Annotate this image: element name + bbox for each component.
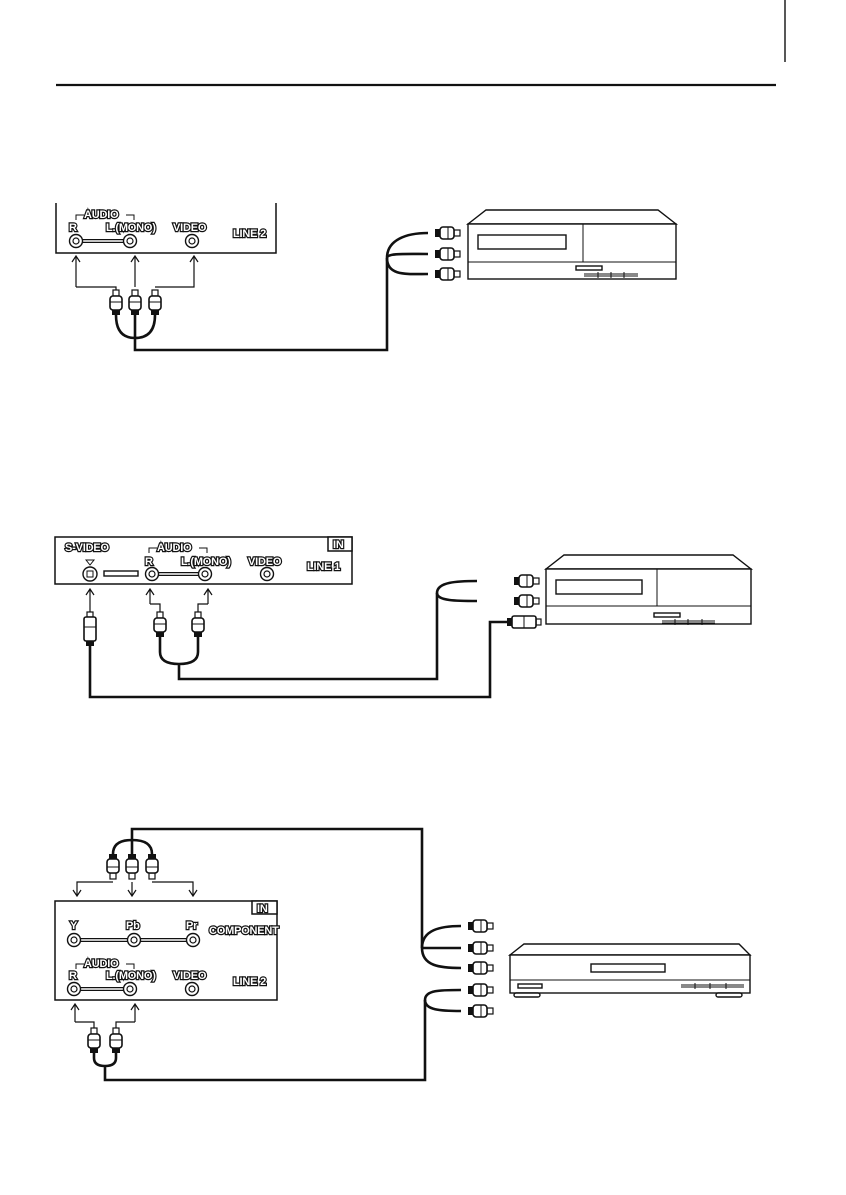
arrow-r [71,1004,94,1028]
jack-video [261,568,274,581]
line-label: LINE 1 [307,561,340,573]
arrow-r [72,256,80,287]
jack-pr [187,934,200,947]
jack-video [186,235,199,248]
plug-l [129,290,141,315]
jack-pb-label: Pb [126,920,140,932]
plug-r [110,290,122,315]
vcr-device-2 [546,555,751,625]
audio-group-label: AUDIO [157,542,192,554]
arrow-pr [152,882,197,896]
plug-y [107,854,119,879]
dvd-player [510,944,750,997]
jack-y-label: Y [70,920,78,932]
jack-audio-l [124,235,137,248]
jack-pr-label: Pr [186,920,198,932]
arrow-r [146,589,160,612]
line-label: LINE 2 [233,976,266,988]
in-tag: IN [333,539,344,551]
in-tag: IN [257,903,268,915]
arrow-l [198,589,212,612]
plug-r [88,1028,100,1053]
vcr-device-1 [468,210,676,279]
line-label: LINE 2 [233,228,266,240]
jack-l-mono-label: L.(MONO) [106,970,156,982]
arrow-pb [128,882,136,896]
jack-y [68,934,81,947]
jack-audio-l [199,568,212,581]
jack-video-label: VIDEO [248,556,282,568]
plug-l [110,1028,122,1053]
diagram-2-vcr-svideo: IN S-VIDEO AUDIO R L.(MONO) VIDEO LINE 1 [55,537,751,697]
jack-r-label: R [69,970,77,982]
jack-audio-r [146,568,159,581]
jack-video [186,983,199,996]
arrow-l [116,1004,139,1028]
jack-audio-l [124,983,137,996]
cable-audio [94,1000,425,1080]
component-label: COMPONENT [209,925,279,937]
jack-l-mono-label: L.(MONO) [181,556,231,568]
arrow-video [155,256,198,287]
diagram-3-dvd-component: IN Y Pb Pr COMPONENT AUDIO R L.(MONO) VI… [55,829,750,1080]
jack-audio-r [68,983,81,996]
jack-r-label: R [69,222,77,234]
plug-video [149,290,161,315]
jack-pb [128,934,141,947]
diagram-1-vcr-composite: AUDIO R L.(MONO) VIDEO LINE 2 [56,203,676,350]
plug-pr [146,854,158,879]
jack-r-label: R [145,556,153,568]
cable-svideo [90,622,507,697]
jack-video-label: VIDEO [173,222,207,234]
arrow-svideo [86,589,94,612]
jack-audio-r [70,235,83,248]
jack-video-label: VIDEO [173,970,207,982]
audio-group-label: AUDIO [84,958,119,970]
arrow-y [73,882,113,896]
plug-l [192,612,204,637]
plug-pb [126,854,138,879]
plug-r [154,612,166,637]
jack-l-mono-label: L.(MONO) [106,222,156,234]
arrow-l [131,256,139,287]
audio-group-label: AUDIO [84,209,119,221]
jack-svideo-label: S-VIDEO [65,542,109,554]
plug-svideo [84,612,96,646]
